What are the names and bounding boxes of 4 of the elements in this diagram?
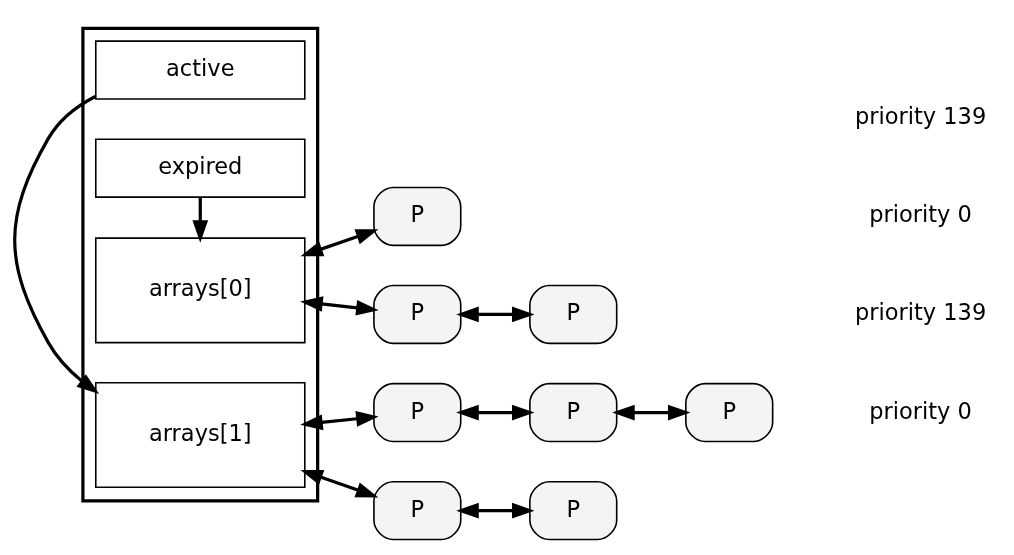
label: priority 139 — [854, 103, 987, 130]
label: priority 139 — [854, 299, 987, 326]
label: priority 0 — [869, 397, 972, 424]
label: priority 0 — [869, 201, 972, 228]
